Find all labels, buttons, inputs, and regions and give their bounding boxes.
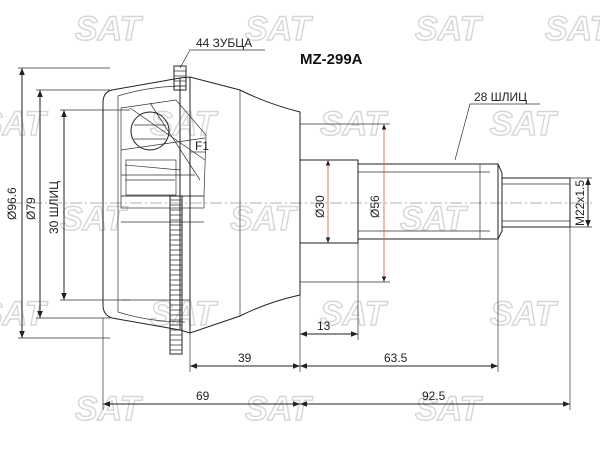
dia-79-label: Ø79 — [24, 197, 38, 220]
watermark-logo: SAT — [230, 200, 299, 238]
watermark-logo: SAT — [0, 295, 49, 333]
thread-label: M22x1.5 — [573, 180, 587, 226]
len-13-label: 13 — [317, 319, 331, 333]
f1-label: F1 — [195, 139, 209, 153]
part-number: MZ-299A — [300, 51, 363, 68]
ball-element — [130, 111, 170, 151]
dia-30-label: Ø30 — [313, 195, 327, 218]
watermark-logo: SAT — [150, 295, 219, 333]
dia-outer-label: Ø96.6 — [5, 187, 19, 220]
watermark-logo: SAT — [320, 295, 389, 333]
outer-splines-label: 28 ШЛИЦ — [474, 90, 527, 104]
watermark-logo: SAT — [490, 295, 559, 333]
watermark-logo: SAT — [150, 105, 219, 143]
watermark-logo: SAT — [400, 200, 469, 238]
len-69-label: 69 — [196, 389, 210, 403]
dimensions — [18, 49, 592, 410]
watermark-logo: SAT — [415, 10, 484, 48]
watermark-logo: SAT — [545, 10, 600, 48]
watermark-logo: SAT — [490, 105, 559, 143]
watermark-logo: SAT — [0, 105, 49, 143]
watermark-logo: SAT — [245, 390, 314, 428]
watermark-logo: SAT — [75, 10, 144, 48]
stub-shaft — [299, 159, 571, 244]
labels: MZ-299A 44 ЗУБЦА 28 ШЛИЦ F1 Ø96.6 Ø79 30… — [5, 36, 587, 403]
watermark-logo: SAT — [60, 200, 129, 238]
teeth-label: 44 ЗУБЦА — [196, 36, 252, 50]
inner-splines-label: 30 ШЛИЦ — [47, 181, 61, 234]
teeth-leader — [179, 49, 265, 69]
splines-leader — [454, 103, 540, 161]
len-39-label: 39 — [238, 351, 252, 365]
watermark-logo: SAT — [245, 10, 314, 48]
watermark-logo: SAT — [415, 390, 484, 428]
dia-56-label: Ø56 — [368, 195, 382, 218]
len-63-5-label: 63.5 — [384, 351, 408, 365]
abs-ring — [169, 65, 187, 355]
watermark-logo: SAT — [75, 390, 144, 428]
len-92-5-label: 92.5 — [422, 389, 446, 403]
